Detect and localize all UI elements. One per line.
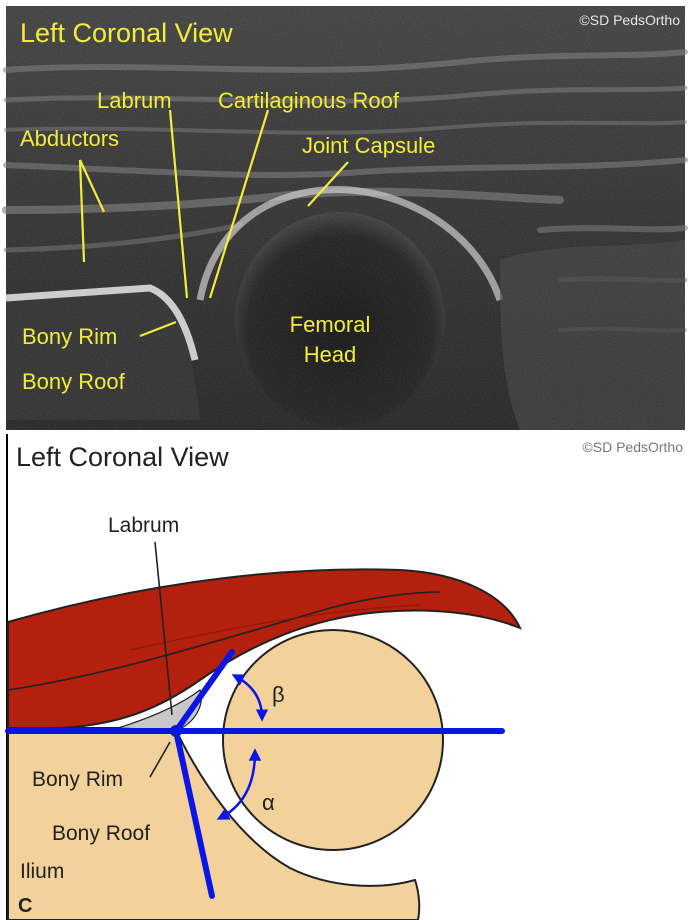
- schematic-label-ilium: Ilium: [20, 860, 64, 883]
- schematic-label-bony-roof: Bony Roof: [52, 822, 150, 845]
- schematic-label-beta: β: [272, 682, 285, 707]
- rim-point: [170, 725, 182, 737]
- label-labrum: Labrum: [97, 88, 172, 113]
- ultrasound-panel: Left Coronal View ©SD PedsOrtho Labrum C…: [6, 6, 685, 430]
- label-joint-capsule: Joint Capsule: [302, 133, 435, 158]
- ultrasound-title: Left Coronal View: [20, 18, 233, 48]
- schematic-label-labrum: Labrum: [108, 514, 179, 537]
- schematic-label-bony-rim: Bony Rim: [32, 768, 123, 791]
- label-femoral-head-line1: Femoral: [290, 312, 371, 337]
- label-bony-rim: Bony Rim: [22, 324, 117, 349]
- schematic-copyright: ©SD PedsOrtho: [582, 439, 683, 455]
- label-cartilaginous-roof: Cartilaginous Roof: [218, 88, 400, 113]
- ultrasound-copyright: ©SD PedsOrtho: [579, 12, 680, 28]
- schematic-label-alpha: α: [262, 790, 275, 815]
- schematic-panel-letter: C: [18, 895, 32, 917]
- label-bony-roof: Bony Roof: [22, 369, 126, 394]
- femoral-head: [223, 630, 443, 850]
- label-abductors: Abductors: [20, 126, 119, 151]
- label-femoral-head-line2: Head: [304, 342, 357, 367]
- schematic-title: Left Coronal View: [16, 442, 229, 472]
- schematic-panel: Left Coronal View ©SD PedsOrtho Labrum β…: [6, 434, 685, 920]
- panel-divider: [0, 430, 689, 434]
